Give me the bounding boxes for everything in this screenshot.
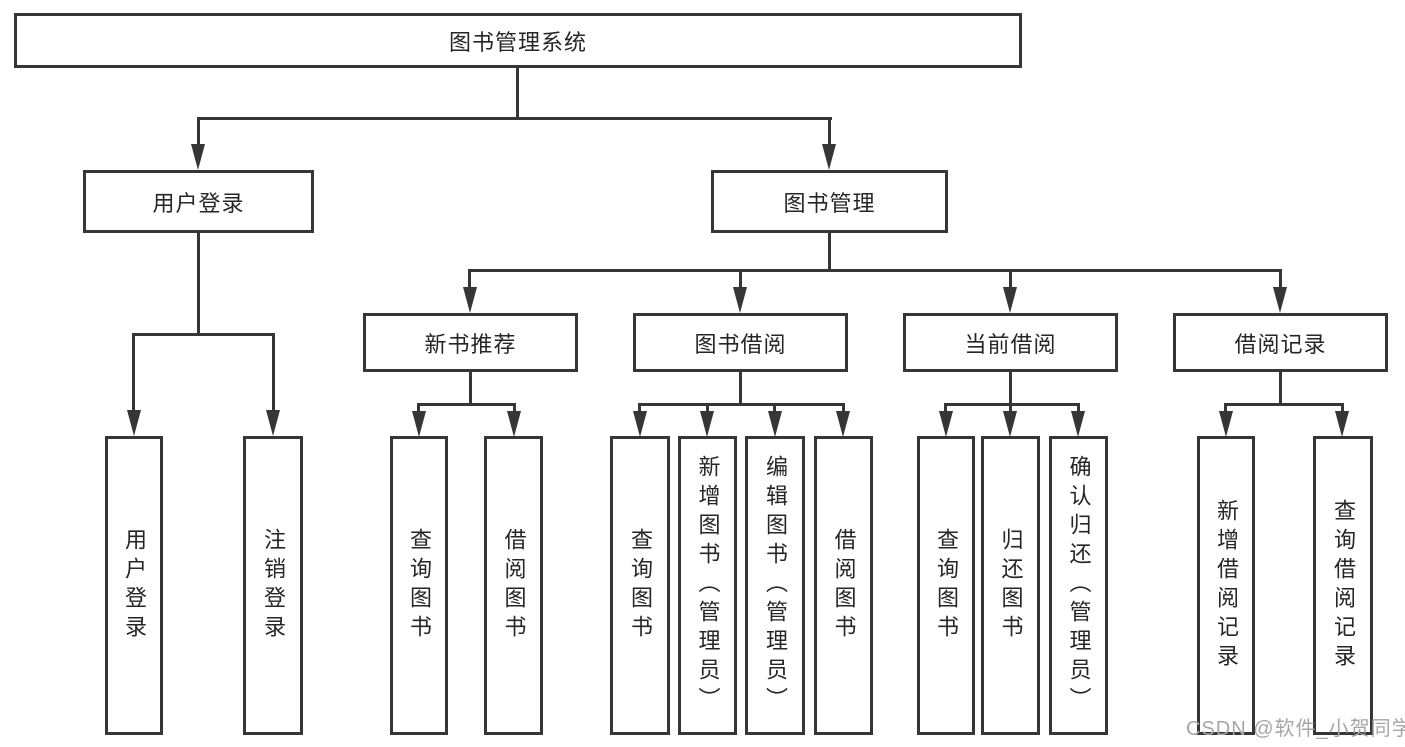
arrow-down-icon	[1219, 411, 1233, 437]
leaf-query-books-recommend-label: 查询图书	[407, 527, 432, 644]
connector-leaf-drop	[1341, 403, 1344, 415]
connector-leaf-drop	[1009, 403, 1012, 415]
node-book-borrowing: 图书借阅	[633, 313, 848, 372]
connector-user-bar	[132, 333, 275, 336]
leaf-query-books-borrow: 查询图书	[610, 436, 670, 735]
connector-mgmt-stem	[828, 231, 831, 272]
connector-group-stem	[739, 370, 742, 406]
arrow-down-icon	[633, 411, 647, 437]
leaf-add-books-admin: 新增图书（管理员）	[678, 436, 737, 735]
connector-group-stem	[1009, 370, 1012, 406]
leaf-add-borrow-record-label: 新增借阅记录	[1214, 498, 1239, 673]
connector-root-bar	[197, 117, 832, 120]
node-current-borrowing: 当前借阅	[903, 313, 1118, 372]
connector-leaf-drop	[132, 333, 135, 413]
leaf-confirm-return-admin-label: 确认归还（管理员）	[1066, 455, 1092, 716]
arrow-down-icon	[1003, 287, 1017, 313]
leaf-add-books-admin-label: 新增图书（管理员）	[695, 455, 721, 716]
arrow-down-icon	[822, 144, 836, 170]
connector-root-stem	[516, 66, 519, 120]
arrow-down-icon	[733, 287, 747, 313]
node-user-login-branch-label: 用户登录	[152, 190, 245, 216]
arrow-down-icon	[463, 287, 477, 313]
node-book-management-branch: 图书管理	[711, 170, 948, 233]
leaf-logout-label: 注销登录	[261, 527, 286, 644]
arrow-down-icon	[507, 411, 521, 437]
arrow-down-icon	[1003, 411, 1017, 437]
leaf-borrow-books-recommend-label: 借阅图书	[501, 527, 527, 644]
node-current-borrowing-label: 当前借阅	[964, 331, 1057, 357]
node-book-management-branch-label: 图书管理	[783, 190, 876, 216]
connector-group-bar	[417, 403, 516, 406]
arrow-down-icon	[191, 144, 205, 170]
connector-leaf-drop	[417, 403, 420, 415]
connector-l3-drop	[1009, 269, 1012, 292]
arrow-down-icon	[127, 410, 141, 436]
leaf-edit-books-admin: 编辑图书（管理员）	[745, 436, 805, 735]
connector-group-bar	[1224, 403, 1344, 406]
node-new-book-recommendation-label: 新书推荐	[424, 331, 517, 357]
connector-leaf-drop	[706, 403, 709, 415]
arrow-down-icon	[836, 411, 850, 437]
connector-mgmt-bar	[468, 269, 1282, 272]
leaf-borrow-books-recommend: 借阅图书	[484, 436, 543, 735]
arrow-down-icon	[700, 411, 714, 437]
watermark: CSDN @软件_小贺同学	[1186, 718, 1405, 740]
leaf-borrow-books: 借阅图书	[814, 436, 873, 735]
node-new-book-recommendation: 新书推荐	[363, 313, 578, 372]
connector-group-bar	[638, 403, 845, 406]
leaf-user-login-label: 用户登录	[122, 527, 147, 644]
leaf-user-login: 用户登录	[105, 436, 163, 735]
leaf-query-books-recommend: 查询图书	[390, 436, 448, 735]
connector-leaf-drop	[638, 403, 641, 415]
connector-l3-drop	[1279, 269, 1282, 292]
leaf-logout: 注销登录	[243, 436, 303, 735]
arrow-down-icon	[412, 411, 426, 437]
arrow-down-icon	[1335, 411, 1349, 437]
leaf-query-books-current: 查询图书	[917, 436, 975, 735]
node-library-management-system: 图书管理系统	[14, 13, 1022, 68]
leaf-query-borrow-record: 查询借阅记录	[1313, 436, 1373, 735]
node-borrowing-records-label: 借阅记录	[1234, 331, 1327, 357]
connector-leaf-drop	[513, 403, 516, 415]
node-library-management-system-label: 图书管理系统	[448, 29, 587, 55]
connector-leaf-drop	[1224, 403, 1227, 415]
leaf-borrow-books-label: 借阅图书	[831, 527, 857, 644]
connector-l3-drop	[739, 269, 742, 292]
connector-user-stem	[197, 231, 200, 336]
leaf-confirm-return-admin: 确认归还（管理员）	[1049, 436, 1108, 735]
connector-leaf-drop	[944, 403, 947, 415]
connector-leaf-drop	[773, 403, 776, 415]
arrow-down-icon	[1273, 287, 1287, 313]
connector-leaf-drop	[1077, 403, 1080, 415]
leaf-add-borrow-record: 新增借阅记录	[1197, 436, 1255, 735]
connector-l3-drop	[468, 269, 471, 292]
connector-group-bar	[944, 403, 1080, 406]
arrow-down-icon	[266, 410, 280, 436]
arrow-down-icon	[768, 411, 782, 437]
connector-book-mgmt-drop	[828, 117, 831, 148]
leaf-query-books-borrow-label: 查询图书	[628, 527, 653, 644]
node-book-borrowing-label: 图书借阅	[694, 331, 787, 357]
leaf-return-books: 归还图书	[981, 436, 1040, 735]
leaf-query-books-current-label: 查询图书	[934, 527, 959, 644]
leaf-edit-books-admin-label: 编辑图书（管理员）	[763, 455, 788, 716]
connector-group-stem	[1279, 370, 1282, 406]
connector-leaf-drop	[842, 403, 845, 415]
arrow-down-icon	[939, 411, 953, 437]
node-user-login-branch: 用户登录	[83, 170, 314, 233]
connector-leaf-drop	[272, 333, 275, 413]
leaf-query-borrow-record-label: 查询借阅记录	[1331, 498, 1356, 673]
leaf-return-books-label: 归还图书	[998, 527, 1024, 644]
connector-group-stem	[469, 370, 472, 406]
node-borrowing-records: 借阅记录	[1173, 313, 1388, 372]
arrow-down-icon	[1071, 411, 1085, 437]
connector-user-login-drop	[197, 117, 200, 148]
